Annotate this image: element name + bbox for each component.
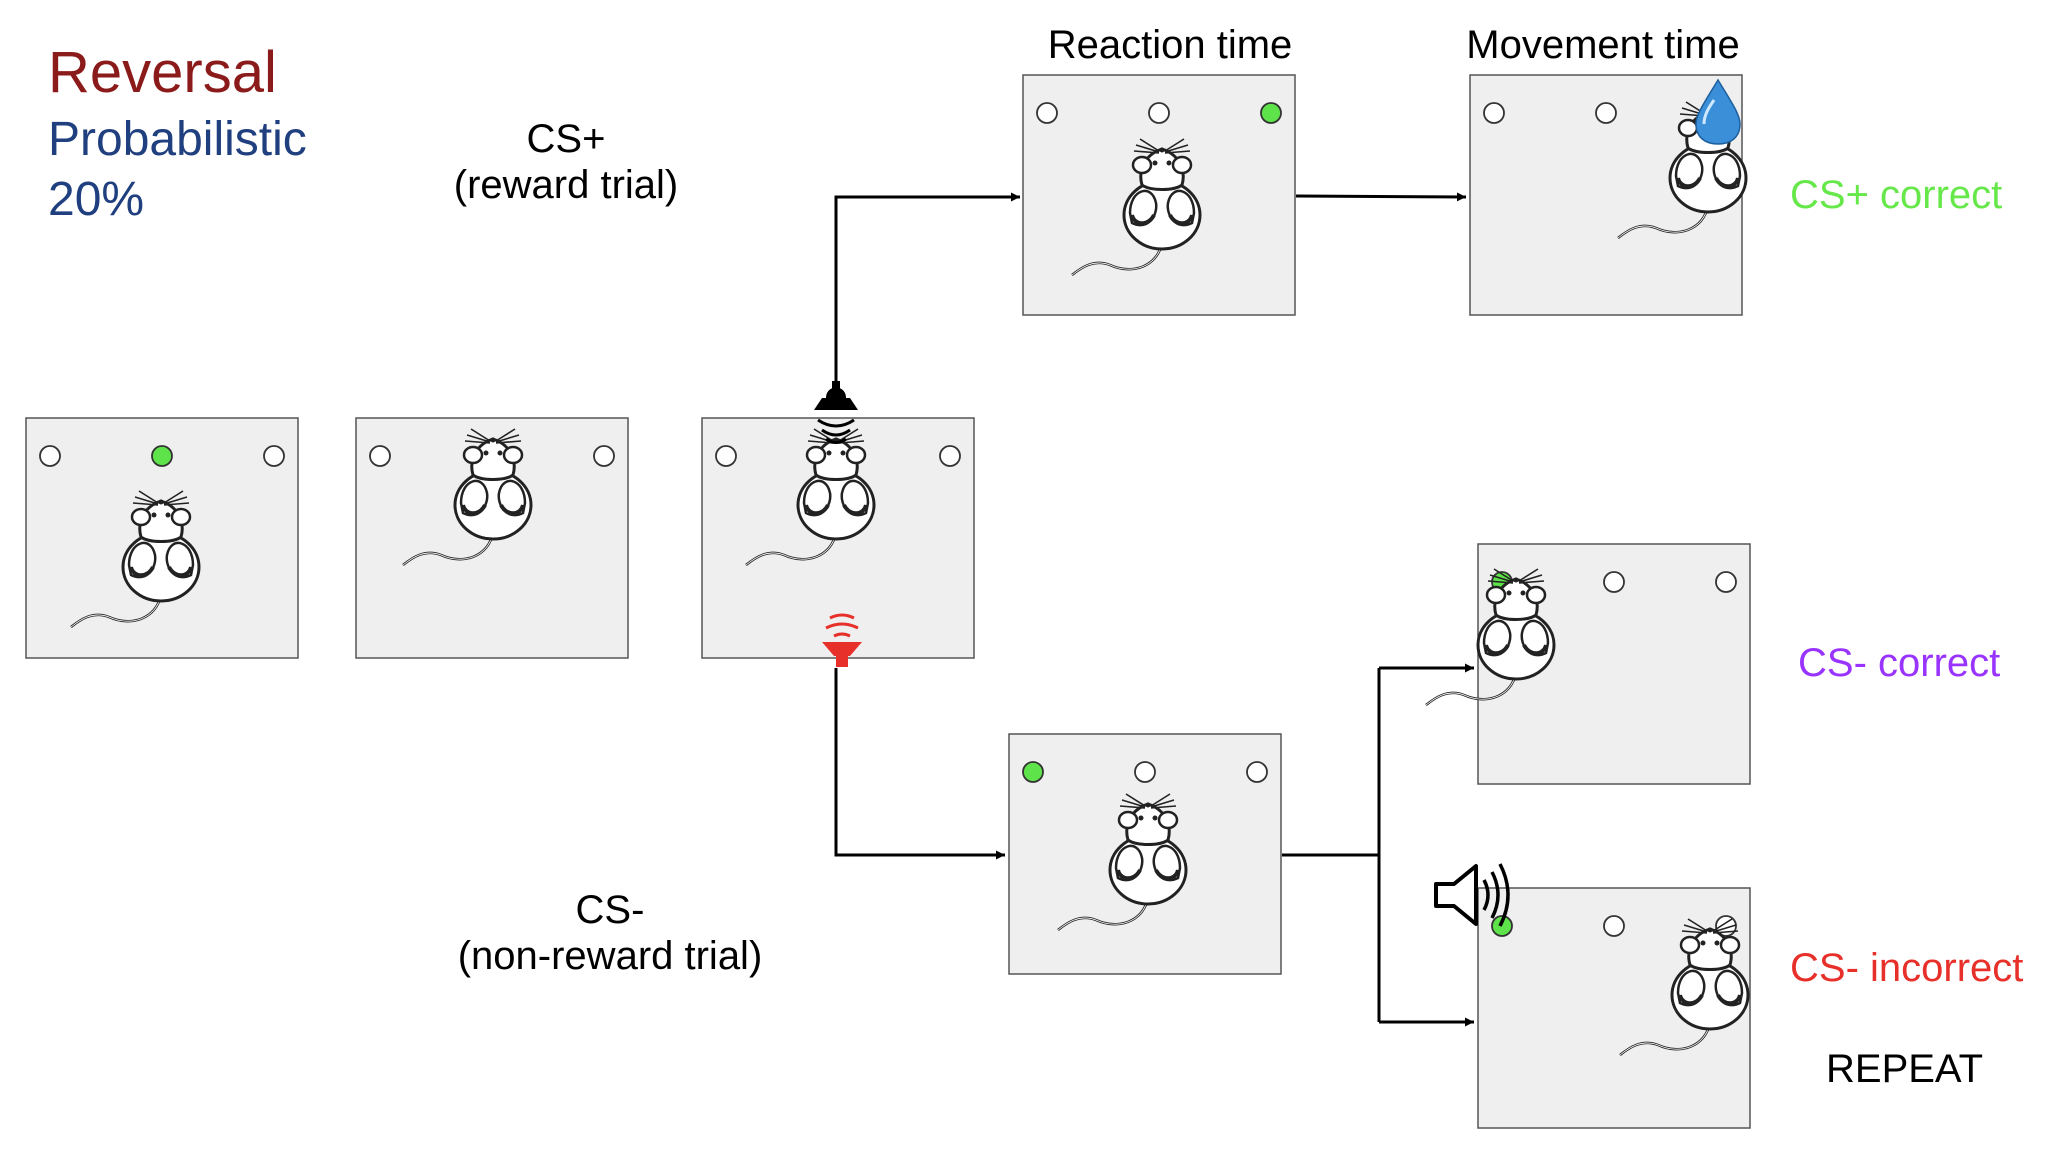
nose-port-icon (1603, 915, 1625, 937)
arrow-icon (1295, 192, 1467, 202)
title-reversal: Reversal (48, 40, 277, 105)
loudspeaker-icon (1434, 863, 1510, 927)
label-movement-time: Movement time (1466, 23, 1740, 67)
label-cs-minus-incorrect: CS- incorrect (1790, 946, 2024, 990)
nose-port-icon (1603, 571, 1625, 593)
label-cs-plus-correct: CS+ correct (1790, 173, 2003, 217)
subtitle-probabilistic: Probabilistic (48, 113, 307, 166)
nose-port-icon (939, 445, 961, 467)
label-cs-minus-line2: (non-reward trial) (457, 934, 763, 978)
label-reaction-time: Reaction time (1047, 23, 1293, 67)
chamber-cs-minus-correct (1424, 543, 1751, 785)
nose-port-icon (1491, 915, 1513, 937)
nose-port-icon (1036, 102, 1058, 124)
chamber-1 (25, 417, 299, 659)
label-cs-minus-correct: CS- correct (1798, 641, 2001, 685)
subtitle-percent: 20% (48, 173, 145, 226)
tone-speaker-icon (822, 613, 862, 667)
nose-port-icon (1260, 102, 1282, 124)
chamber-2 (355, 417, 629, 659)
nose-port-icon (263, 445, 285, 467)
nose-port-icon (593, 445, 615, 467)
label-cs-minus: CS- (non-reward trial) (430, 887, 790, 979)
nose-port-icon (369, 445, 391, 467)
chamber-3 (701, 417, 975, 659)
tone-speaker-icon (814, 381, 858, 444)
arrow-icon (834, 192, 1020, 390)
nose-port-icon (1148, 102, 1170, 124)
nose-port-icon (1246, 761, 1268, 783)
water-drop-icon (1695, 78, 1741, 145)
chamber-cs-minus-incorrect (1477, 887, 1751, 1129)
nose-port-icon (1483, 102, 1505, 124)
label-cs-plus-line1: CS+ (526, 117, 606, 161)
label-cs-minus-line1: CS- (575, 888, 645, 932)
chamber-reaction (1022, 74, 1296, 316)
nose-port-icon (1595, 102, 1617, 124)
label-repeat: REPEAT (1826, 1047, 1984, 1091)
chamber-movement (1469, 74, 1748, 316)
nose-port-icon (1022, 761, 1044, 783)
label-cs-plus: CS+ (reward trial) (430, 116, 702, 208)
chamber-cs-minus (1008, 733, 1282, 975)
label-cs-plus-line2: (reward trial) (453, 163, 679, 207)
nose-port-icon (715, 445, 737, 467)
nose-port-icon (151, 445, 173, 467)
arrow-icon (834, 668, 1005, 860)
nose-port-icon (1715, 571, 1737, 593)
nose-port-icon (1134, 761, 1156, 783)
nose-port-icon (39, 445, 61, 467)
